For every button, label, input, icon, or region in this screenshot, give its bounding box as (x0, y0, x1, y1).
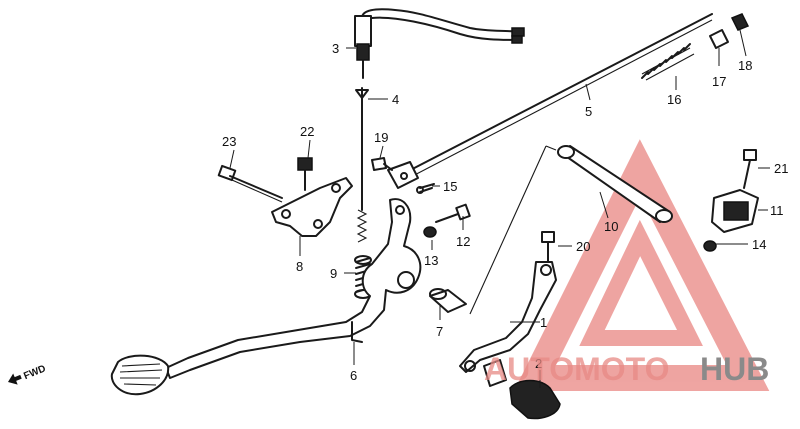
label-part-5: 5 (585, 104, 592, 119)
label-part-9: 9 (330, 266, 337, 281)
fwd-indicator: FWD (8, 363, 48, 385)
part-labels: 1 2 3 4 5 6 7 8 9 10 11 12 13 14 15 16 1… (222, 41, 788, 383)
part-2-shift-rubber (483, 359, 561, 420)
label-part-3: 3 (332, 41, 339, 56)
label-part-12: 12 (456, 234, 470, 249)
label-part-22: 22 (300, 124, 314, 139)
part-20-bolt (541, 231, 555, 263)
part-1-shift-lever (459, 261, 557, 373)
label-part-23: 23 (222, 134, 236, 149)
part-15-cotter-pin (416, 183, 435, 194)
part-13-nut (423, 226, 437, 238)
part-12-bolt (435, 203, 471, 223)
part-4-switch-spring (355, 87, 369, 243)
fwd-label: FWD (22, 363, 47, 382)
label-part-7: 7 (436, 324, 443, 339)
label-part-1: 1 (540, 315, 547, 330)
part-14-nut (703, 240, 717, 252)
part-11-bracket (711, 189, 759, 233)
part-3-brake-switch (354, 8, 525, 79)
part-18-cap (730, 13, 750, 31)
label-part-4: 4 (392, 92, 399, 107)
label-part-20: 20 (576, 239, 590, 254)
label-part-18: 18 (738, 58, 752, 73)
leader-lines (229, 29, 770, 388)
label-part-2: 2 (535, 356, 542, 371)
label-part-16: 16 (667, 92, 681, 107)
watermark-part1: AUTOMOTO (484, 351, 669, 387)
label-part-14: 14 (752, 237, 766, 252)
part-10-pivot-shaft (469, 145, 673, 315)
part-5-brake-rod (387, 13, 713, 189)
label-part-13: 13 (424, 253, 438, 268)
part-16-spring (641, 43, 695, 81)
part-22-bolt (297, 157, 313, 191)
watermark-part2: HUB (700, 351, 769, 387)
part-6-brake-pedal (110, 198, 422, 396)
part-21-bolt (743, 149, 757, 189)
part-8-mounting-plate (271, 177, 353, 237)
label-part-15: 15 (443, 179, 457, 194)
part-19-pin (371, 157, 393, 171)
part-23-bolt (217, 164, 283, 203)
label-part-10: 10 (604, 219, 618, 234)
part-17-collar (709, 29, 729, 49)
watermark-text: AUTOMOTO HUB (484, 351, 769, 387)
fwd-arrow-icon (8, 373, 22, 385)
watermark-logo (513, 139, 770, 391)
label-part-19: 19 (374, 130, 388, 145)
label-part-6: 6 (350, 368, 357, 383)
label-part-21: 21 (774, 161, 788, 176)
label-part-17: 17 (712, 74, 726, 89)
label-part-11: 11 (770, 203, 784, 218)
part-7-collar (429, 288, 467, 313)
label-part-8: 8 (296, 259, 303, 274)
